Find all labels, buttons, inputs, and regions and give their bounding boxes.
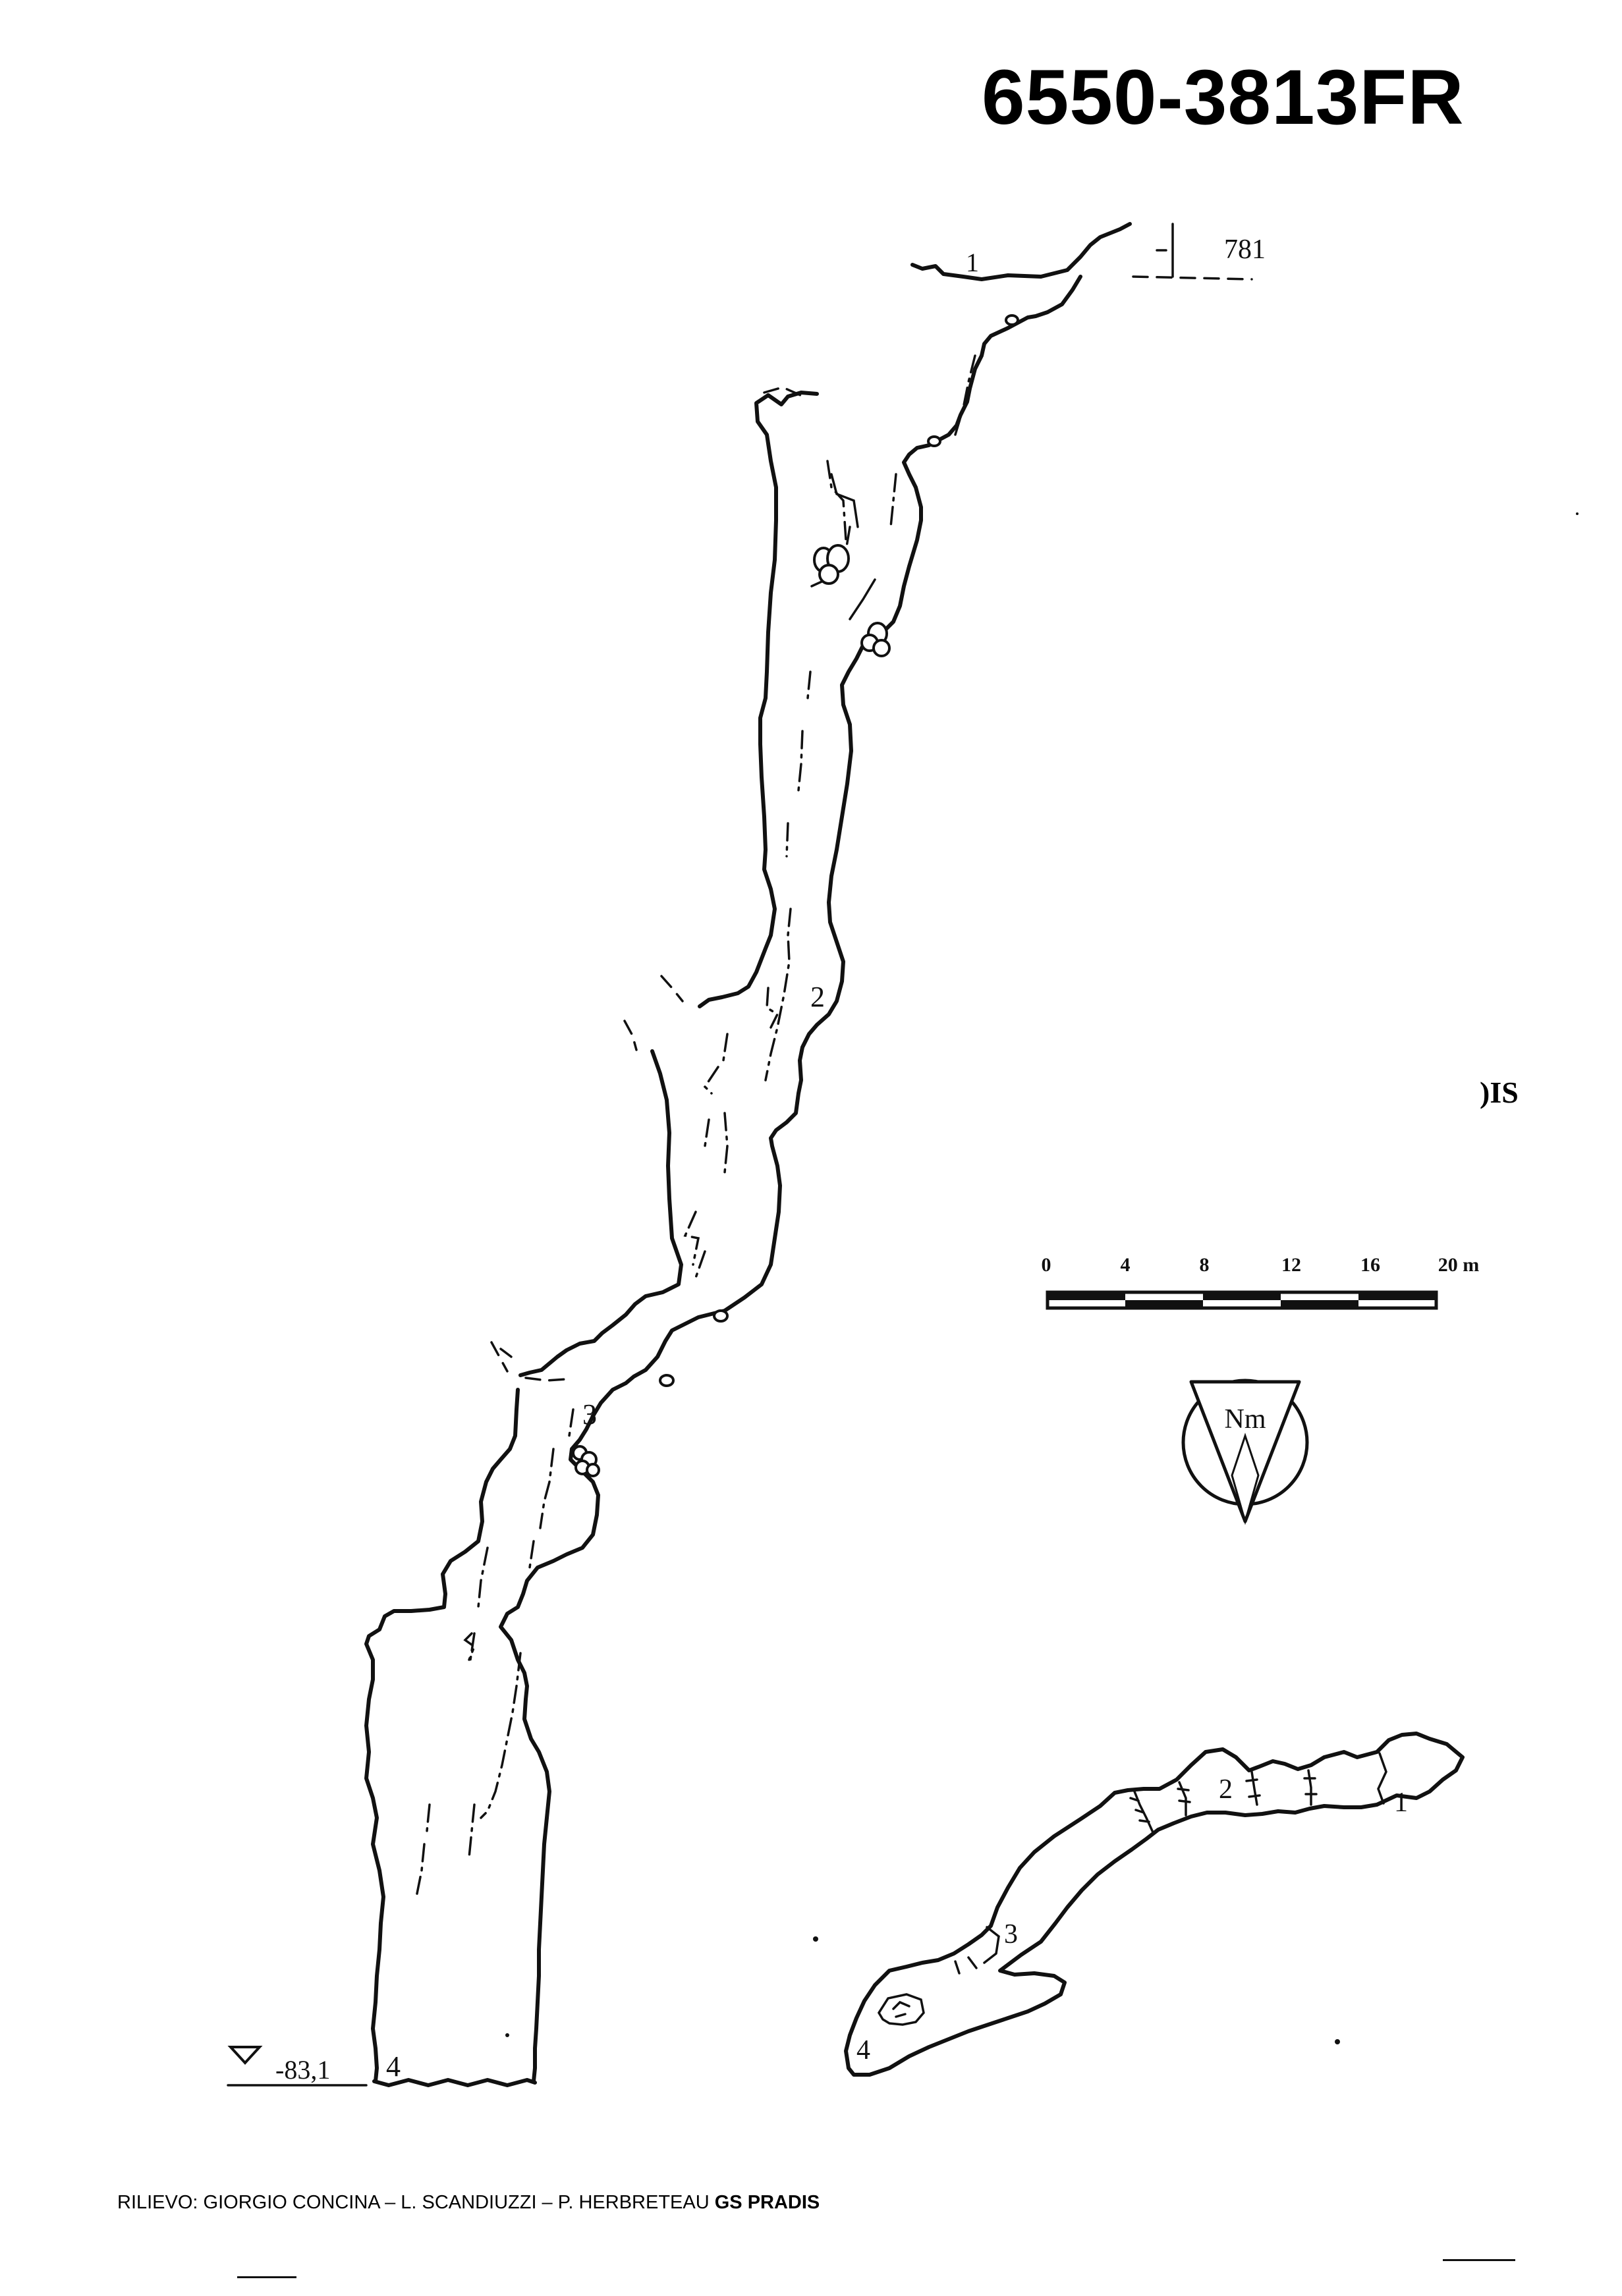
scale-bar[interactable] (1046, 1290, 1438, 1310)
plan-station-3: 3 (1004, 1919, 1018, 1950)
scale-tick-0: 0 (1042, 1254, 1051, 1276)
cave-catalog-number: 6550-3813FR (982, 54, 1465, 141)
bottom-depth-label: -83,1 (275, 2055, 330, 2085)
plan-inner-outline (877, 1993, 925, 2026)
north-arrow (1181, 1379, 1309, 1525)
cave-wall-right (499, 275, 1082, 2083)
unsurveyed-wall-4 (499, 1348, 513, 1358)
cave-wall-left-mid (518, 1049, 683, 1377)
entrance-elevation-label: 781 (1224, 234, 1266, 265)
section-station-3: 3 (582, 1398, 597, 1431)
scale-tick-12: 12 (1281, 1254, 1301, 1276)
cropped-text-fragment: )IS (1480, 1076, 1519, 1109)
survey-credits: RILIEVO: GIORGIO CONCINA – L. SCANDIUZZI… (117, 2192, 820, 2214)
cave-wall-left-upper (698, 391, 819, 1008)
plan-station-2: 2 (1219, 1774, 1233, 1805)
unsurveyed-wall-1 (763, 386, 808, 399)
scale-tick-4: 4 (1121, 1254, 1131, 1276)
cave-wall-left-lower (364, 1388, 520, 2083)
plan-pit-marks-3 (1245, 1770, 1261, 1806)
scan-specks (237, 512, 1579, 2278)
plan-inner-detail (892, 2000, 910, 2018)
section-station-2: 2 (810, 981, 825, 1013)
boulders-upper (813, 544, 891, 657)
credits-surveyors: RILIEVO: GIORGIO CONCINA – L. SCANDIUZZI… (117, 2192, 710, 2213)
north-arrow-label: Nm (1225, 1404, 1266, 1435)
elevation-reference-line (1132, 275, 1253, 281)
section-station-4: 4 (386, 2050, 401, 2083)
plan-view (844, 1732, 1465, 2077)
plan-station-1: 1 (1394, 1788, 1408, 1818)
scale-tick-8: 8 (1200, 1254, 1210, 1276)
cave-floor-bottom (372, 2078, 537, 2087)
plan-pit-marks-1 (1129, 1790, 1154, 1834)
unsurveyed-wall-3 (623, 1020, 638, 1051)
ledge-detail (830, 473, 876, 620)
plan-pit-marks-6 (954, 1926, 1000, 1975)
plan-pit-marks-5 (1377, 1752, 1387, 1805)
surface-line (910, 222, 1132, 281)
unsurveyed-wall-2 (660, 975, 684, 1002)
depth-marker-triangle (227, 2046, 263, 2065)
plan-outline-upper (844, 1732, 1465, 2077)
credits-group: GS PRADIS (714, 2192, 820, 2213)
scale-tick-16: 16 (1360, 1254, 1380, 1276)
section-station-1: 1 (966, 248, 979, 277)
longitudinal-section (227, 222, 1253, 2087)
interior-profile-trace (415, 354, 976, 1898)
boulders-mid (572, 314, 1019, 1477)
plan-station-4: 4 (856, 2035, 870, 2065)
unsurveyed-wall-6 (524, 1377, 568, 1382)
plan-pit-marks-4 (1303, 1769, 1318, 1806)
scale-tick-20m: 20 m (1438, 1254, 1480, 1276)
plan-pit-marks-2 (1177, 1781, 1191, 1817)
unsurveyed-wall-5 (490, 1341, 509, 1373)
